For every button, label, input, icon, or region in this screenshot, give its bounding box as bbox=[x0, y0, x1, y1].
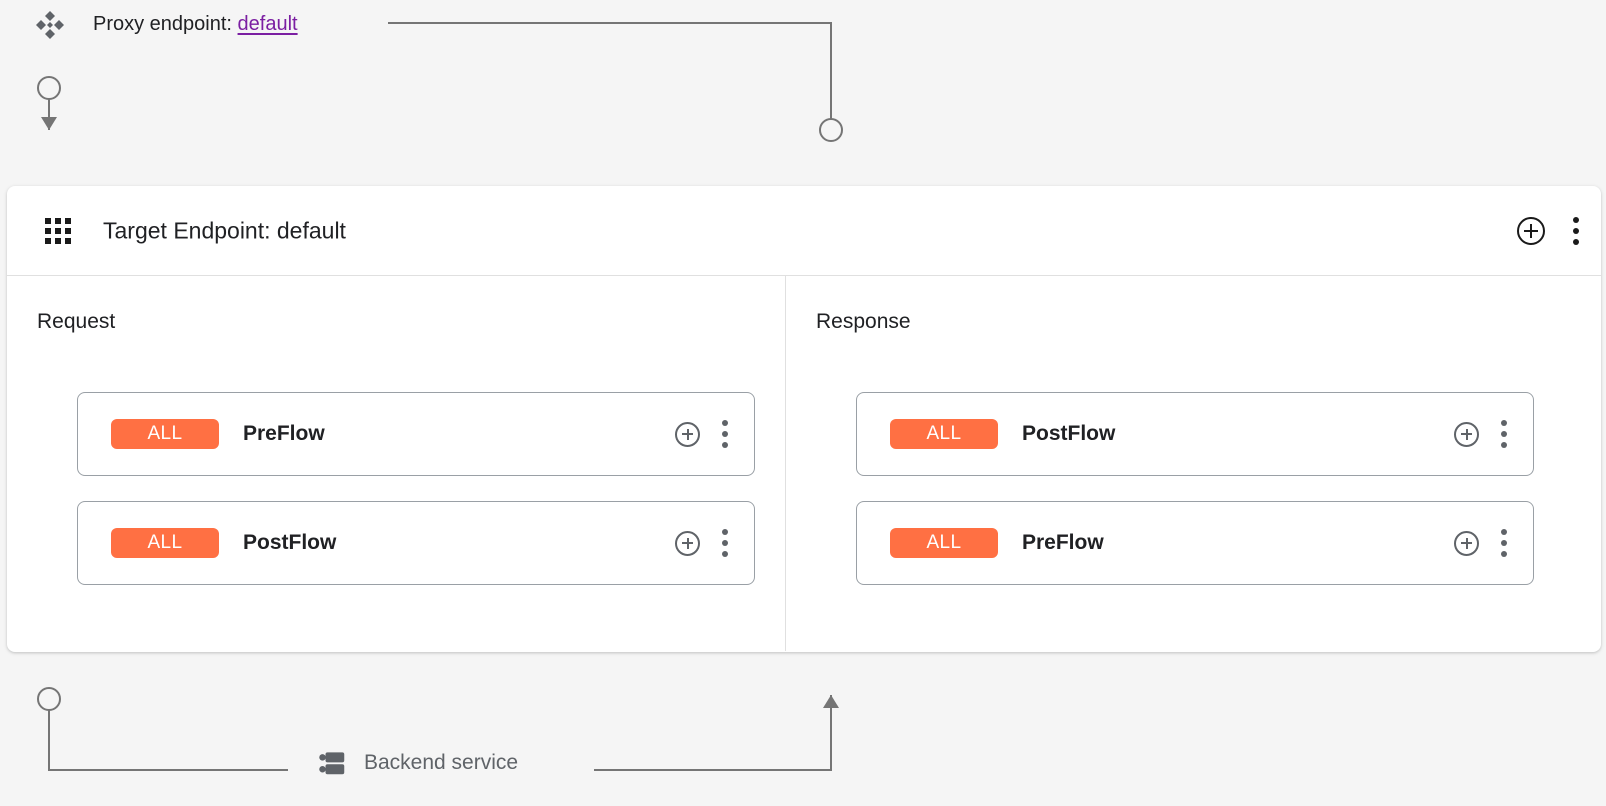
more-options-icon[interactable] bbox=[1501, 529, 1507, 557]
wire-node-target-request-out bbox=[37, 687, 61, 711]
wire-node-proxy-response-in bbox=[819, 118, 843, 142]
add-step-icon[interactable] bbox=[675, 421, 700, 447]
flow-card-actions bbox=[1454, 420, 1507, 448]
flow-card-actions bbox=[675, 420, 728, 448]
wire-node-proxy-request-out bbox=[37, 76, 61, 100]
status-badge: ALL bbox=[890, 528, 998, 558]
status-badge: ALL bbox=[890, 419, 998, 449]
proxy-endpoint-label: Proxy endpoint: default bbox=[93, 9, 298, 39]
flow-card-response-postflow[interactable]: ALL PostFlow bbox=[856, 392, 1534, 476]
more-options-icon[interactable] bbox=[722, 529, 728, 557]
flow-card-actions bbox=[1454, 529, 1507, 557]
backend-service-node[interactable]: Backend service bbox=[318, 748, 518, 778]
request-column-heading: Request bbox=[37, 310, 116, 333]
proxy-endpoint-link[interactable]: default bbox=[237, 13, 298, 35]
wire-backend-request bbox=[48, 710, 288, 771]
add-step-icon[interactable] bbox=[1454, 421, 1479, 447]
target-endpoint-body: Request ALL PreFlow ALL PostFlow bbox=[7, 276, 1601, 651]
wire-backend-response bbox=[594, 695, 839, 771]
flow-card-request-preflow[interactable]: ALL PreFlow bbox=[77, 392, 755, 476]
request-column: Request ALL PreFlow ALL PostFlow bbox=[7, 276, 786, 651]
flow-name-label: PreFlow bbox=[243, 422, 325, 445]
more-options-icon[interactable] bbox=[1501, 420, 1507, 448]
more-options-icon[interactable] bbox=[722, 420, 728, 448]
page-title: Target Endpoint: default bbox=[103, 217, 346, 243]
apps-grid-icon bbox=[45, 217, 71, 244]
target-endpoint-header: Target Endpoint: default bbox=[7, 186, 1601, 276]
more-options-icon[interactable] bbox=[1573, 216, 1579, 245]
flow-card-response-preflow[interactable]: ALL PreFlow bbox=[856, 501, 1534, 585]
proxy-endpoint-label-text: Proxy endpoint: bbox=[93, 13, 232, 35]
status-badge: ALL bbox=[111, 419, 219, 449]
target-endpoint-panel: Target Endpoint: default Request ALL Pre… bbox=[7, 186, 1601, 652]
proxy-diamond-icon bbox=[34, 9, 66, 41]
response-column: Response ALL PostFlow ALL PreFlow bbox=[786, 276, 1601, 651]
response-column-heading: Response bbox=[816, 310, 911, 333]
flow-name-label: PreFlow bbox=[1022, 531, 1104, 554]
panel-header-actions bbox=[1517, 216, 1579, 245]
flow-card-request-postflow[interactable]: ALL PostFlow bbox=[77, 501, 755, 585]
backend-service-label: Backend service bbox=[364, 751, 519, 774]
server-icon bbox=[318, 748, 348, 778]
flow-name-label: PostFlow bbox=[1022, 422, 1116, 445]
flow-name-label: PostFlow bbox=[243, 531, 337, 554]
proxy-endpoint-row: Proxy endpoint: default bbox=[0, 0, 1606, 48]
add-step-icon[interactable] bbox=[1454, 530, 1479, 556]
add-icon[interactable] bbox=[1517, 216, 1545, 245]
flow-card-actions bbox=[675, 529, 728, 557]
add-step-icon[interactable] bbox=[675, 530, 700, 556]
status-badge: ALL bbox=[111, 528, 219, 558]
